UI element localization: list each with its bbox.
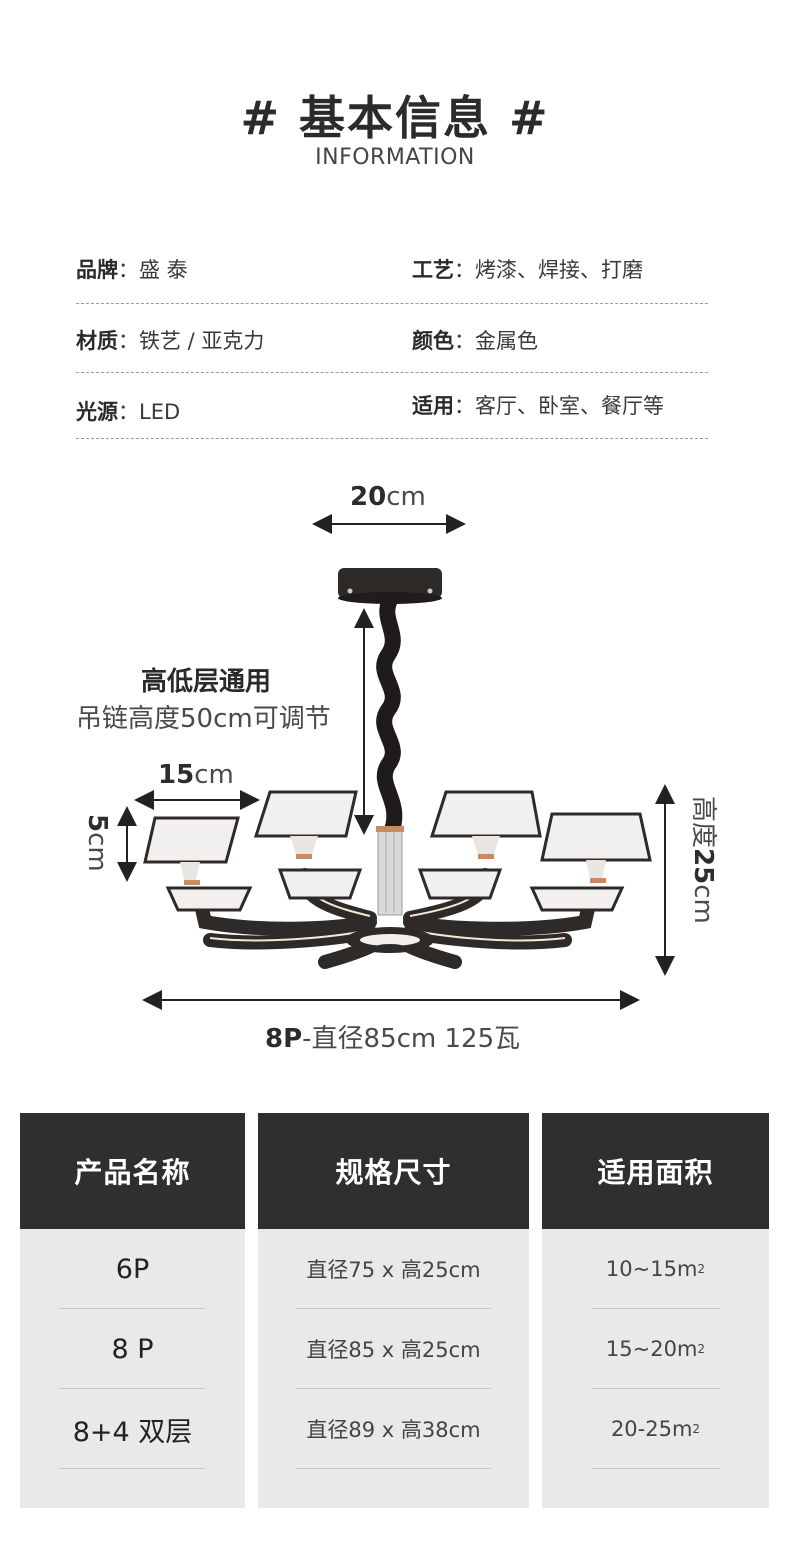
info-brand: 品牌：盛 泰	[76, 258, 188, 282]
shade-height-label: 5cm	[82, 814, 112, 872]
shades	[143, 790, 652, 912]
info-value: 客厅、卧室、餐厅等	[475, 394, 664, 418]
info-key: 光源	[76, 400, 118, 424]
note-title: 高低层通用	[141, 667, 272, 697]
info-key: 工艺	[412, 258, 454, 282]
row-divider	[60, 1468, 205, 1469]
note-text: 吊链高度50cm可调节	[76, 704, 331, 734]
chandelier-illustration	[117, 514, 675, 1010]
canopy-body	[338, 568, 442, 598]
info-craft: 工艺：烤漆、焊接、打磨	[412, 258, 643, 282]
row-divider	[592, 1308, 720, 1309]
table-cell: 8 P	[111, 1333, 154, 1365]
info-key: 适用	[412, 394, 454, 418]
center-column	[377, 829, 403, 916]
info-color: 颜色：金属色	[412, 329, 538, 353]
chain	[376, 592, 403, 838]
divider	[76, 303, 708, 304]
info-usage: 适用：客厅、卧室、餐厅等	[412, 394, 664, 418]
table-cell: 8+4 双层	[72, 1416, 193, 1448]
row-divider	[296, 1388, 491, 1389]
info-light-source: 光源：LED	[76, 400, 181, 424]
table-header: 产品名称	[20, 1113, 245, 1229]
shade-width-label: 15cm	[158, 760, 234, 790]
table-cell: 直径89 x 高38cm	[306, 1418, 481, 1442]
info-value: 盛 泰	[139, 258, 188, 282]
info-key: 品牌	[76, 258, 118, 282]
row-divider	[592, 1468, 720, 1469]
accent-rings	[184, 854, 606, 885]
divider	[76, 438, 708, 439]
row-divider	[60, 1388, 205, 1389]
info-key: 颜色	[412, 329, 454, 353]
page-title: # 基本信息 #	[240, 91, 550, 145]
info-row: 品牌：盛 泰 工艺：烤漆、焊接、打磨	[76, 254, 708, 324]
row-divider	[592, 1388, 720, 1389]
canopy-width-label: 20cm	[350, 482, 426, 512]
total-height-label: 高度25cm	[688, 796, 718, 924]
table-header: 规格尺寸	[258, 1113, 529, 1229]
table-column-size: 规格尺寸 直径75 x 高25cm 直径85 x 高25cm 直径89 x 高3…	[258, 1113, 529, 1508]
info-value: 金属色	[475, 329, 538, 353]
table-cell: 6P	[115, 1253, 150, 1285]
table-header: 适用面积	[542, 1113, 769, 1229]
table-cell: 直径85 x 高25cm	[306, 1338, 481, 1362]
table-column-name: 产品名称 6P 8 P 8+4 双层	[20, 1113, 245, 1508]
info-value: 烤漆、焊接、打磨	[475, 258, 643, 282]
diameter-label: 8P-直径85cm 125瓦	[265, 1024, 521, 1054]
table-cell: 直径75 x 高25cm	[306, 1258, 481, 1282]
info-value: 铁艺 / 亚克力	[139, 329, 265, 353]
info-material: 材质：铁艺 / 亚克力	[76, 329, 265, 353]
info-key: 材质	[76, 329, 118, 353]
product-diagram: 20cm 高低层通用 吊链高度50cm可调节 15cm 5cm 高度25cm 8…	[0, 470, 790, 1070]
row-divider	[60, 1308, 205, 1309]
info-row: 光源：LED 适用：客厅、卧室、餐厅等	[76, 394, 708, 466]
page-subtitle: INFORMATION	[315, 145, 475, 170]
row-divider	[296, 1308, 491, 1309]
info-row: 材质：铁艺 / 亚克力 颜色：金属色	[76, 325, 708, 395]
divider	[76, 372, 708, 373]
row-divider	[296, 1468, 491, 1469]
info-value: LED	[139, 400, 181, 424]
